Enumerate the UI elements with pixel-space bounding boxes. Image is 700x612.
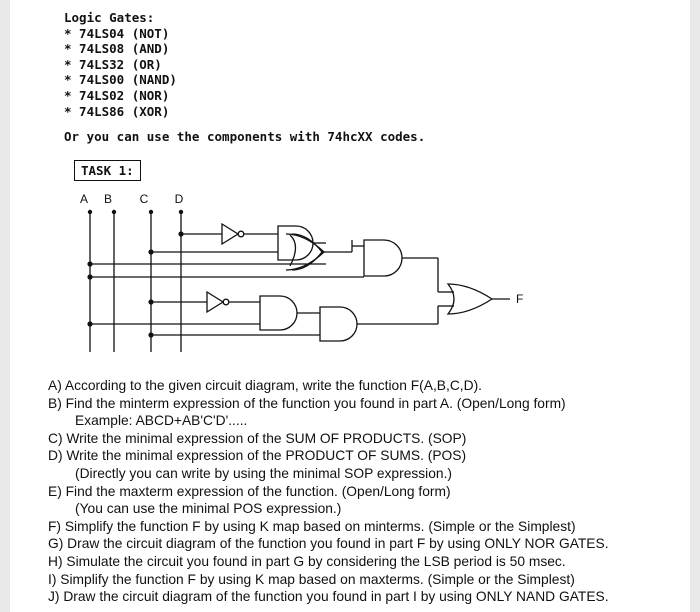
question-h: H) Simulate the circuit you found in par… (48, 553, 566, 569)
question-b: B) Find the minterm expression of the fu… (48, 395, 566, 411)
question-d: D) Write the minimal expression of the P… (48, 448, 467, 464)
question-b-example: Example: ABCD+AB'C'D'..... (75, 413, 248, 429)
gate-item: * 74LS04 (NOT) (64, 25, 170, 41)
question-e-note: (You can use the minimal POS expression.… (75, 501, 342, 517)
questions-list: A) According to the given circuit diagra… (48, 377, 609, 606)
not-bubble-lower (222, 298, 230, 306)
components-note: Or you can use the components with 74hcX… (64, 129, 426, 144)
gate-item: * 74LS32 (OR) (64, 56, 162, 72)
input-label-c: C (140, 192, 149, 206)
gate-item: * 74LS00 (NAND) (64, 72, 177, 88)
or-gate-final (446, 283, 494, 315)
gate-item: * 74LS08 (AND) (64, 41, 170, 57)
not-bubble-upper (237, 230, 245, 238)
question-e: E) Find the maxterm expression of the fu… (48, 483, 451, 499)
logic-gates-list: Logic Gates: * 74LS04 (NOT) * 74LS08 (AN… (64, 10, 177, 119)
not-gate-lower (206, 290, 225, 314)
question-f: F) Simplify the function F by using K ma… (48, 518, 576, 534)
input-label-a: A (80, 192, 88, 206)
question-g: G) Draw the circuit diagram of the funct… (48, 536, 609, 552)
question-a: A) According to the given circuit diagra… (48, 378, 483, 393)
gate-item: * 74LS86 (XOR) (64, 103, 170, 119)
input-label-d: D (175, 192, 184, 206)
question-c: C) Write the minimal expression of the S… (48, 430, 467, 446)
and-gate-upper (277, 225, 314, 261)
task-label-box: TASK 1: (74, 160, 141, 181)
not-gate-upper (221, 222, 240, 246)
circuit-diagram: A B C D (80, 192, 523, 352)
and-gate-bottom (319, 306, 358, 342)
input-label-b: B (104, 192, 112, 206)
and-gate-middle (363, 239, 403, 277)
question-j: J) Draw the circuit diagram of the funct… (48, 589, 609, 605)
and-gate-lower (259, 295, 298, 331)
question-i: I) Simplify the function F by using K ma… (48, 571, 575, 587)
logic-gates-title: Logic Gates: (64, 10, 155, 25)
gate-item: * 74LS02 (NOR) (64, 87, 170, 103)
question-d-note: (Directly you can write by using the min… (75, 465, 453, 481)
document-page: Logic Gates: * 74LS04 (NOT) * 74LS08 (AN… (10, 0, 690, 612)
output-label-f: F (516, 292, 523, 306)
